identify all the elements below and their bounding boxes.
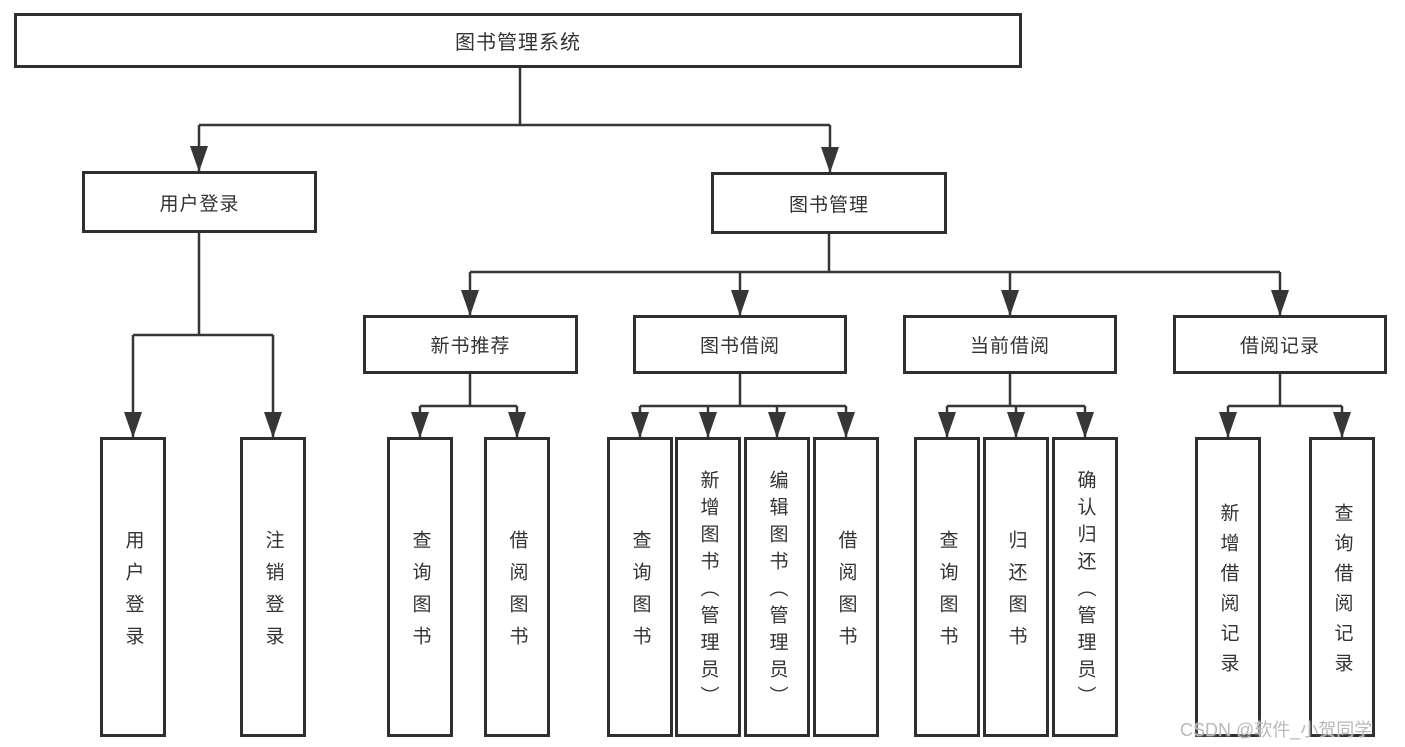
watermark: CSDN @软件_小贺同学 [1180,720,1373,740]
node-user-login-label: 用户登录 [159,193,240,215]
node-root-label: 图书管理系统 [455,32,581,54]
leaf-query-books-borrowing: 查询图书 [607,437,673,737]
node-root: 图书管理系统 [14,13,1022,68]
node-current-borrowing-label: 当前借阅 [969,336,1050,357]
leaf-borrow-books-borrowing: 借阅图书 [813,437,879,737]
node-book-borrowing: 图书借阅 [633,315,847,374]
leaf-query-books-recommend: 查询图书 [387,437,453,737]
node-book-borrowing-label: 图书借阅 [699,336,780,357]
node-new-book-recommend: 新书推荐 [363,315,578,374]
leaf-query-books-current: 查询图书 [914,437,980,737]
leaf-user-login: 用户登录 [100,437,166,737]
node-user-login: 用户登录 [82,171,317,233]
leaf-add-borrow-record: 新增借阅记录 [1195,437,1261,737]
leaf-edit-book-admin: 编辑图书（管理员） [744,437,810,737]
node-current-borrowing: 当前借阅 [903,315,1117,374]
node-book-management-label: 图书管理 [788,194,869,216]
node-book-management: 图书管理 [711,172,947,234]
leaf-query-borrow-record: 查询借阅记录 [1309,437,1375,737]
node-borrowing-records-label: 借阅记录 [1239,336,1320,357]
leaf-return-books: 归还图书 [983,437,1049,737]
leaf-logout: 注销登录 [240,437,306,737]
node-borrowing-records: 借阅记录 [1173,315,1387,374]
leaf-add-book-admin: 新增图书（管理员） [675,437,741,737]
leaf-confirm-return-admin: 确认归还（管理员） [1052,437,1118,737]
leaf-borrow-books-recommend: 借阅图书 [484,437,550,737]
node-new-book-recommend-label: 新书推荐 [430,336,511,357]
